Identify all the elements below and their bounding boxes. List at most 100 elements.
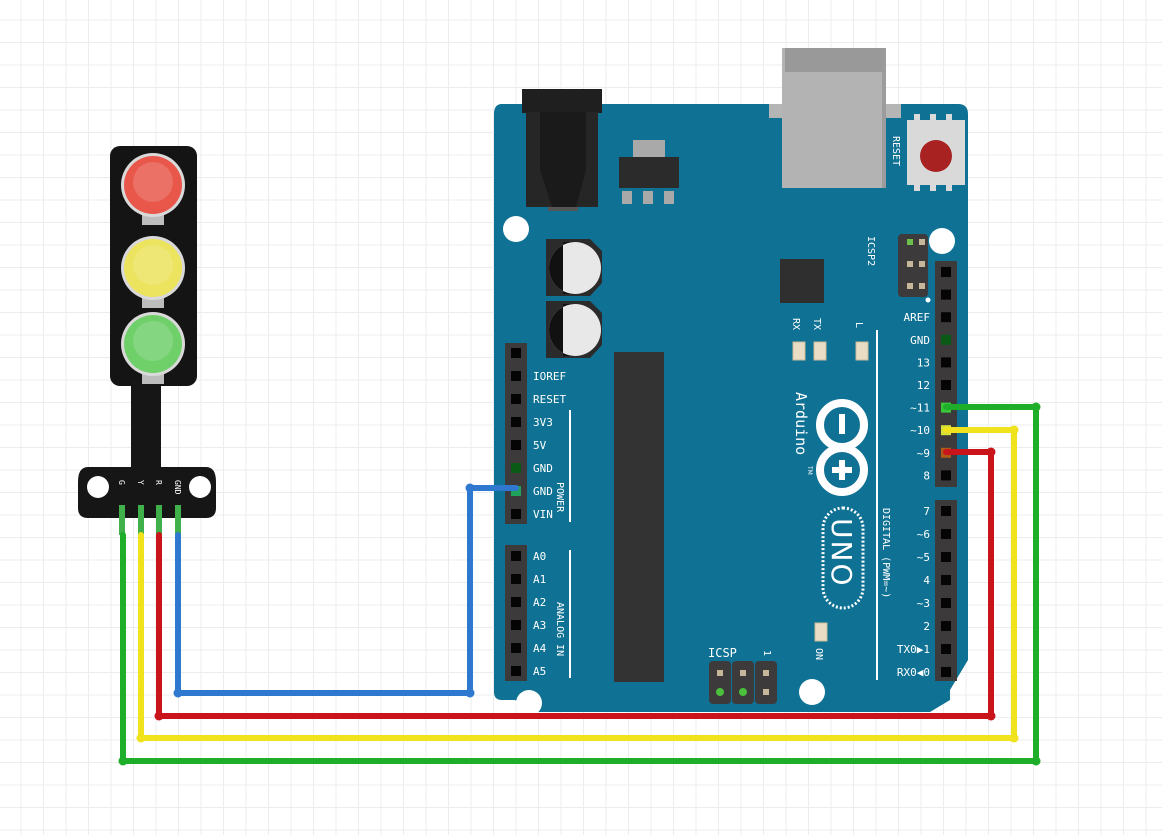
pin-label-7: 7 [923, 505, 930, 518]
header-pin-gnd[interactable] [511, 463, 521, 473]
pin-label-a5: A5 [533, 665, 546, 678]
module-pin [156, 505, 162, 535]
reset-button[interactable] [907, 114, 965, 191]
icsp-label: ICSP [708, 646, 737, 660]
pcb [494, 104, 968, 712]
wire-bend-point[interactable] [136, 733, 146, 743]
pin-label-5v: 5V [533, 439, 547, 452]
pin-label-a2: A2 [533, 596, 546, 609]
pin-label-8: 8 [923, 469, 930, 482]
header-pin-a1[interactable] [511, 574, 521, 584]
tx-led [813, 341, 827, 361]
pin-label-a3: A3 [533, 619, 546, 632]
header-pin-ioref[interactable] [511, 371, 521, 381]
pin-label-9: ~9 [917, 447, 930, 460]
header-pin-unlabeled[interactable] [511, 348, 521, 358]
header-pin-5[interactable] [941, 552, 951, 562]
wire-bend-point[interactable] [1009, 425, 1019, 435]
wire-bend-point[interactable] [986, 711, 996, 721]
pin-label-3: ~3 [917, 597, 930, 610]
led-highlight [133, 321, 173, 361]
pin-label-6: ~6 [917, 528, 930, 541]
arduino-uno-board[interactable]: RESET RX TX L ON [494, 48, 968, 716]
base-mounting-hole [189, 476, 211, 498]
mounting-hole [516, 690, 542, 716]
l-label: L [853, 322, 864, 328]
header-pin-reset[interactable] [511, 394, 521, 404]
module-pin [175, 505, 181, 535]
header-pin-4[interactable] [941, 575, 951, 585]
header-pin-7[interactable] [941, 506, 951, 516]
dc-power-jack [522, 89, 602, 211]
usb-interface-chip [780, 259, 824, 303]
header-pin-a4[interactable] [511, 643, 521, 653]
icsp-header [709, 661, 777, 704]
header-pin-vin[interactable] [511, 509, 521, 519]
header-pin-a5[interactable] [511, 666, 521, 676]
pin-label-11: ~11 [910, 402, 930, 415]
header-pin-6[interactable] [941, 529, 951, 539]
digital-section-label: DIGITAL (PWM=~) [880, 508, 891, 598]
led-leg [142, 298, 164, 308]
wire-bend-point[interactable] [1009, 733, 1019, 743]
led-highlight [133, 162, 173, 202]
wire-gnd-to-gnd[interactable] [175, 485, 519, 696]
module-pin [138, 505, 144, 535]
header-pin-8[interactable] [941, 470, 951, 481]
atmega-chip [614, 352, 664, 682]
minus-icon [839, 414, 845, 434]
header-pin-3[interactable] [941, 598, 951, 608]
uno-label: UNO [825, 518, 858, 587]
on-label: ON [813, 648, 824, 660]
wire-bend-point[interactable] [465, 483, 475, 493]
uno-badge [821, 506, 865, 610]
wire-bend-point[interactable] [154, 711, 164, 721]
pin-label-3v3: 3V3 [533, 416, 553, 429]
pin-label-2: 2 [923, 620, 930, 633]
header-pin-13[interactable] [941, 357, 951, 368]
header-pin-5v[interactable] [511, 440, 521, 450]
traffic-light-module[interactable]: G Y R GND [78, 146, 216, 535]
on-led [814, 622, 828, 642]
pin-label-gnd: GND [533, 485, 553, 498]
capacitor [546, 301, 602, 358]
module-pin-label-r: R [154, 480, 163, 485]
base-mounting-hole [87, 476, 109, 498]
wire-bend-point[interactable] [118, 756, 128, 766]
header-pin-a0[interactable] [511, 551, 521, 561]
pin-label-12: 12 [917, 379, 930, 392]
green-led-light [124, 315, 182, 373]
wire-bend-point[interactable] [986, 447, 996, 457]
pin-label-a4: A4 [533, 642, 547, 655]
yellow-led-light [124, 239, 182, 297]
usb-connector [769, 48, 901, 188]
module-pin-label-y: Y [136, 480, 145, 485]
header-pin-aref[interactable] [941, 312, 951, 323]
header-pin-3v3[interactable] [511, 417, 521, 427]
wire-bend-point[interactable] [1031, 402, 1041, 412]
wire-bend-point[interactable] [465, 688, 475, 698]
pin-label-13: 13 [917, 356, 930, 369]
rx-led [792, 341, 806, 361]
header-pin-rx0-0[interactable] [941, 667, 951, 677]
module-pin-label-gnd: GND [173, 480, 182, 495]
header-pin-tx0-1[interactable] [941, 644, 951, 654]
wire-bend-point[interactable] [173, 688, 183, 698]
header-pin-a2[interactable] [511, 597, 521, 607]
pin-label-aref: AREF [904, 311, 931, 324]
header-pin-unlabeled[interactable] [941, 267, 951, 277]
capacitor [546, 239, 602, 296]
pin-label-tx0-1: TX0▶1 [897, 643, 930, 656]
header-pin-gnd[interactable] [941, 334, 951, 345]
header-pin-unlabeled[interactable] [941, 289, 951, 300]
power-section-label: POWER [554, 482, 565, 513]
header-pin-a3[interactable] [511, 620, 521, 630]
header-pin-12[interactable] [941, 380, 951, 390]
power-header [505, 343, 527, 524]
header-pin-2[interactable] [941, 621, 951, 631]
module-pin-label-g: G [117, 480, 126, 485]
l-led [855, 341, 869, 361]
led-highlight [133, 245, 173, 285]
wire-bend-point[interactable] [1031, 756, 1041, 766]
